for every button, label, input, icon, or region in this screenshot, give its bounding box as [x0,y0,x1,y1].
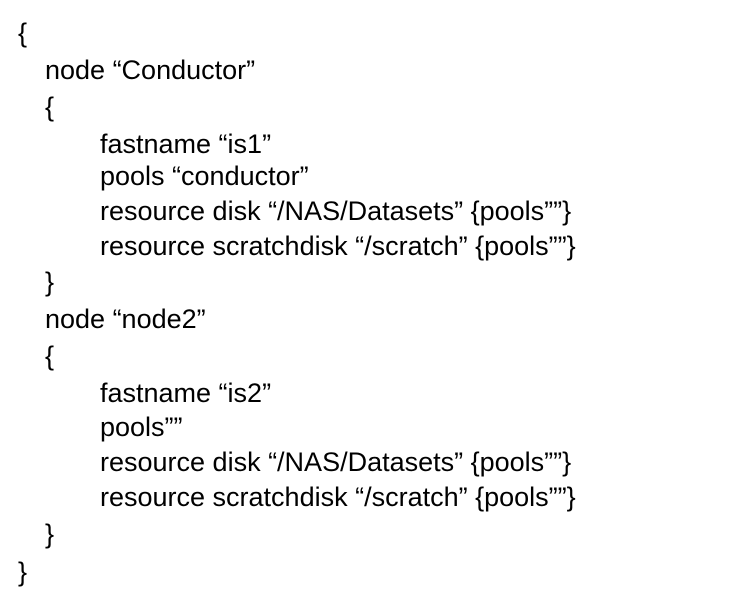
node-node2-fastname: fastname “is2” [100,378,272,408]
node-node2-close-brace: } [45,519,55,549]
node-conductor-resource-scratchdisk: resource scratchdisk “/scratch” {pools””… [100,231,576,261]
node-node2-resource-scratchdisk: resource scratchdisk “/scratch” {pools””… [100,482,576,512]
node-conductor-open-brace: { [45,92,55,122]
node-conductor-close-brace: } [45,267,55,297]
node-conductor-pools: pools “conductor” [100,161,309,191]
node-node2-pools: pools”” [100,412,183,442]
node-conductor-fastname: fastname “is1” [100,129,272,159]
config-close-brace: } [18,557,28,587]
node-node2-header: node “node2” [45,304,206,334]
node-conductor-resource-disk: resource disk “/NAS/Datasets” {pools””} [100,196,572,226]
node-conductor-header: node “Conductor” [45,55,256,85]
node-node2-open-brace: { [45,341,55,371]
node-node2-resource-disk: resource disk “/NAS/Datasets” {pools””} [100,447,572,477]
config-open-brace: { [18,18,28,48]
